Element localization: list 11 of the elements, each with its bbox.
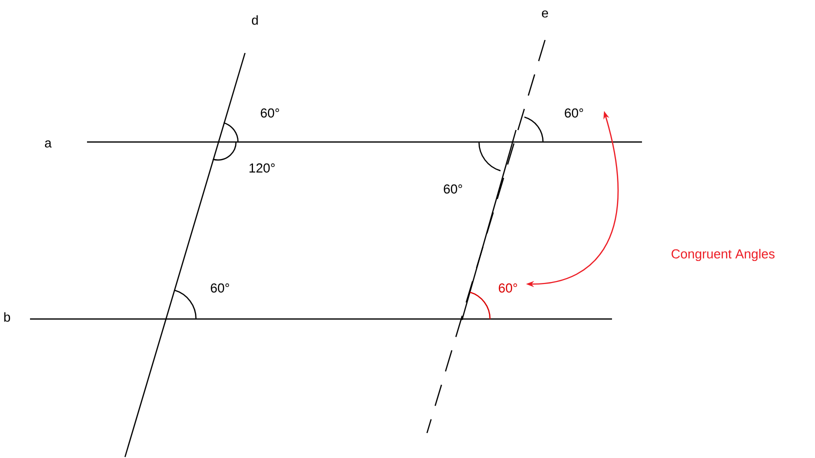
angle-label: 60°	[260, 108, 280, 118]
angle-label: 120°	[250, 163, 275, 173]
angle-label: 60°	[444, 184, 462, 194]
edge-label: Congruent Angles	[672, 248, 775, 262]
angle-label: 60°	[498, 283, 518, 293]
angle-label: 60°	[564, 108, 584, 118]
line-label: a	[44, 140, 52, 148]
line-label: b	[4, 312, 10, 322]
line-label: d	[252, 15, 258, 25]
angle-label: 60°	[210, 283, 230, 293]
line-label: e	[542, 10, 548, 18]
